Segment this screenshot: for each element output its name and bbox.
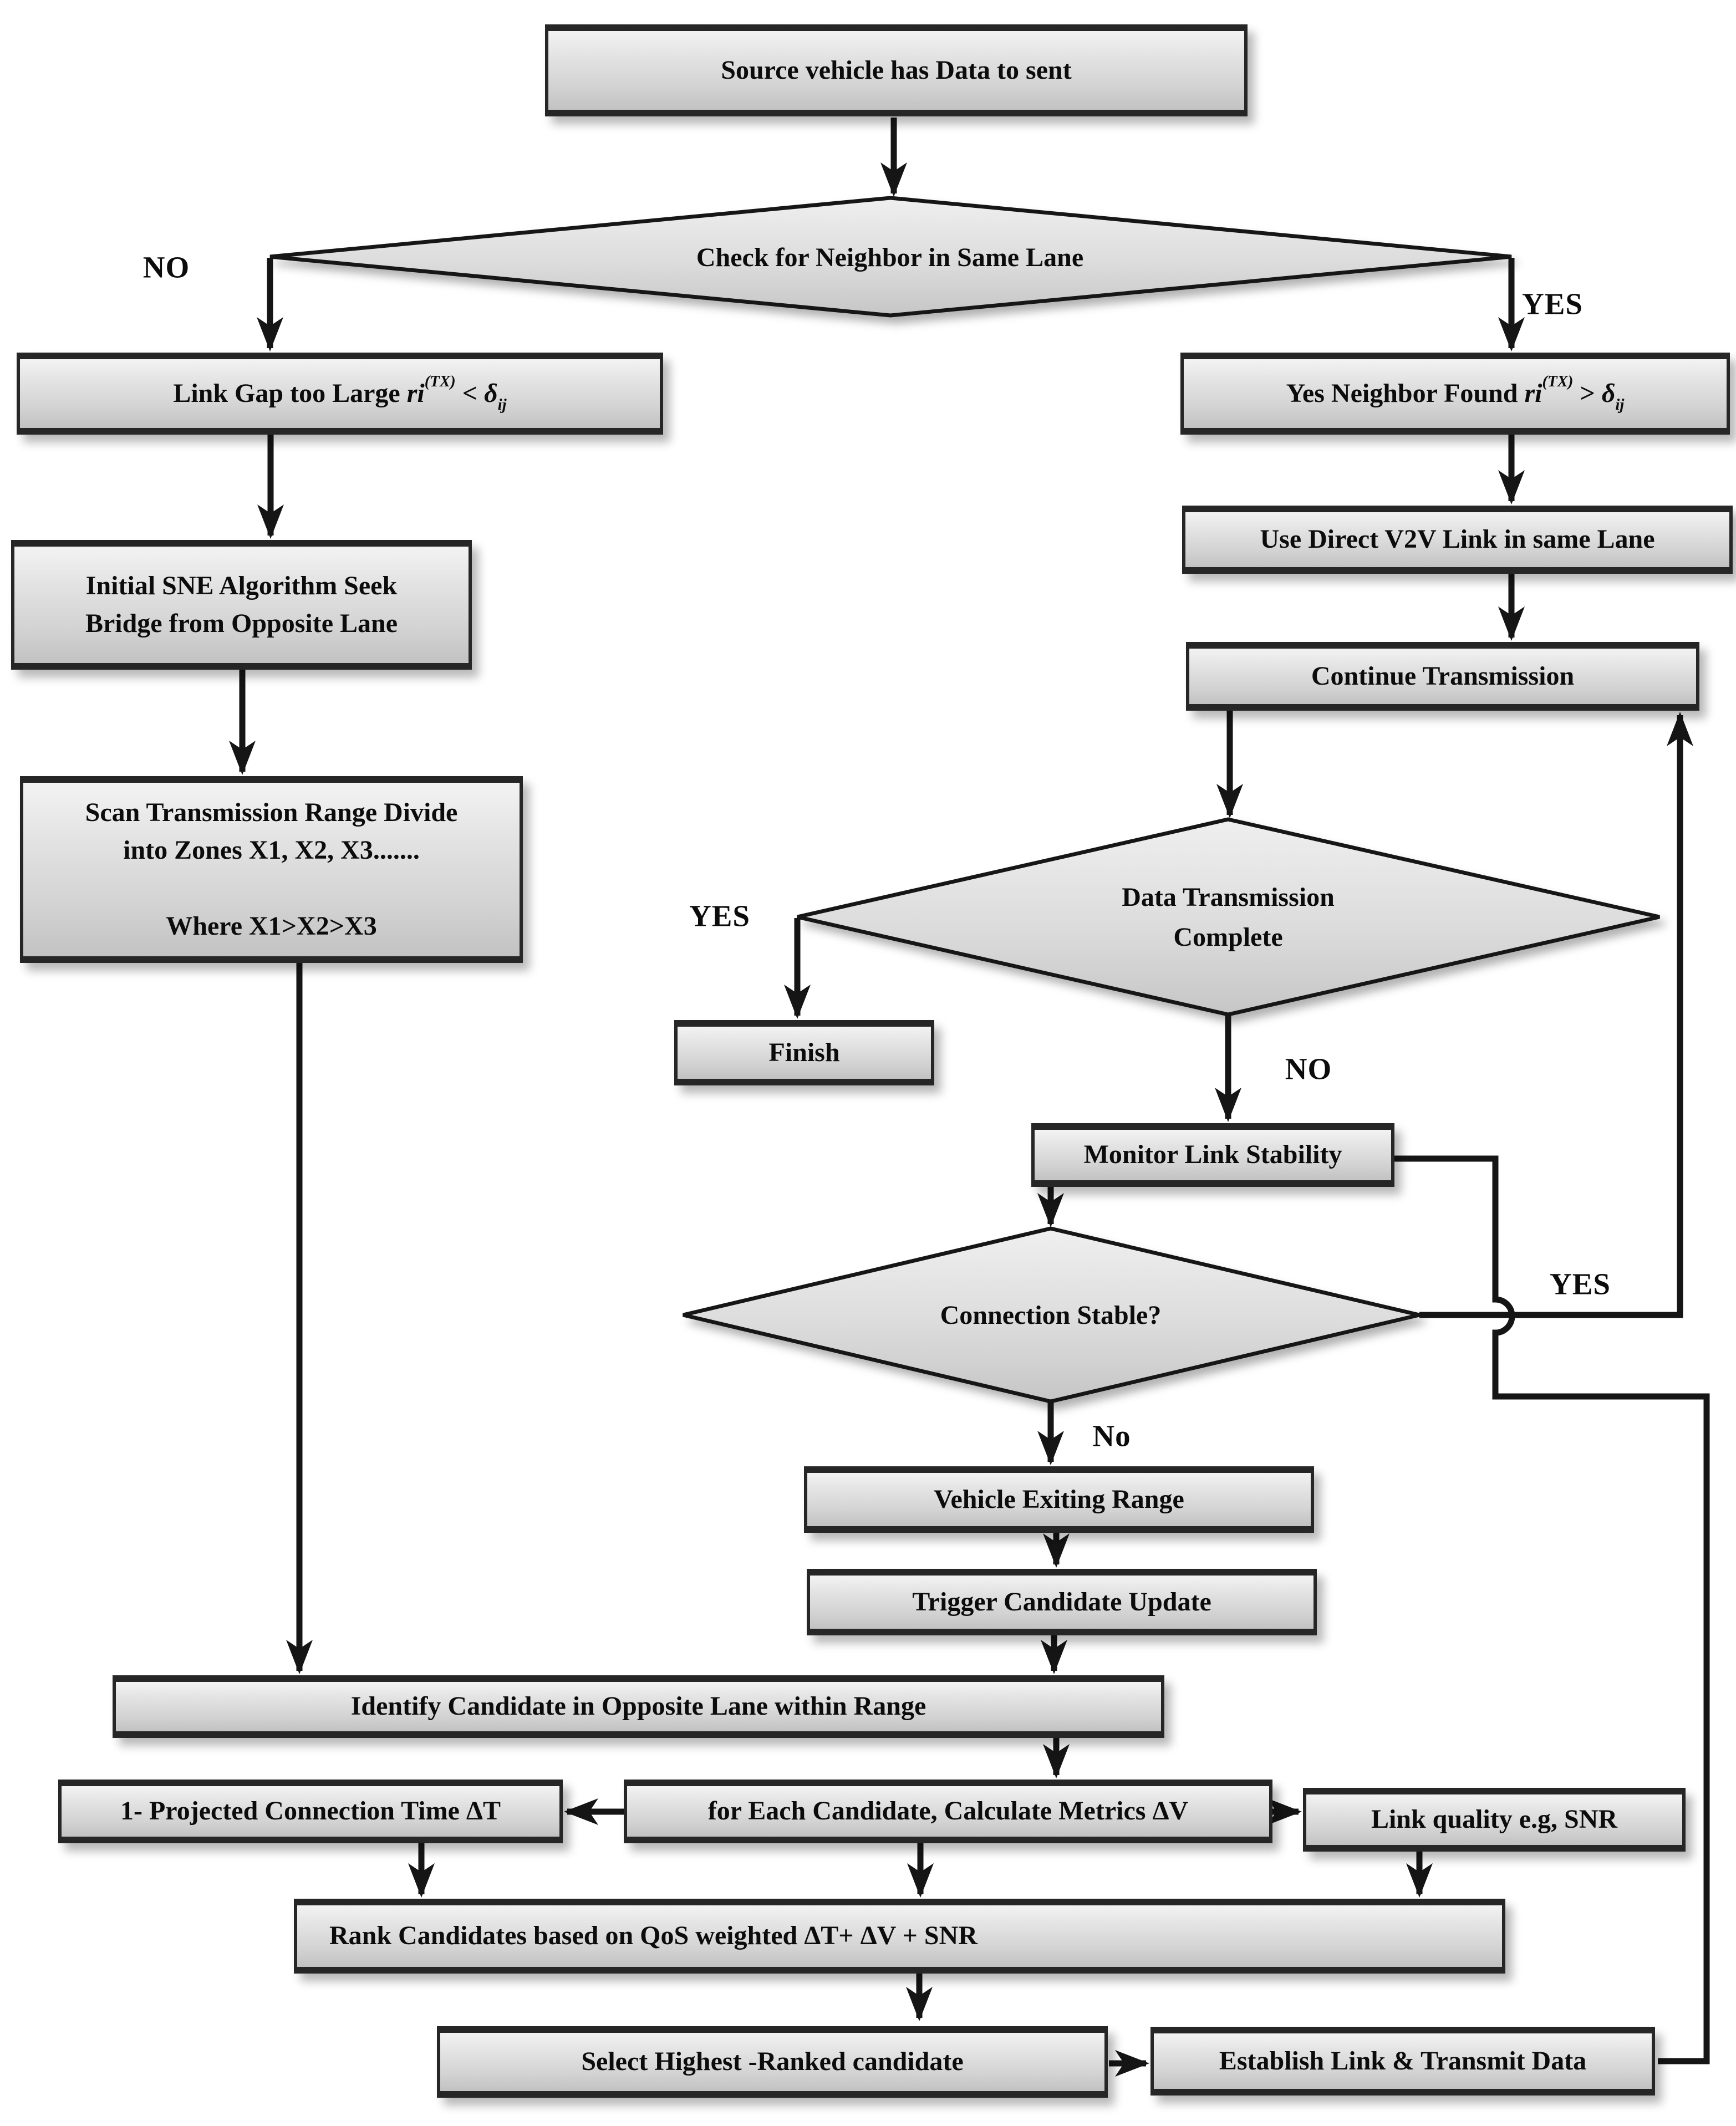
node-trigger-candidate-update: Trigger Candidate Update bbox=[807, 1569, 1317, 1635]
node-vehicle-exiting-range: Vehicle Exiting Range bbox=[804, 1466, 1314, 1533]
edge-stable-yes-to-continue bbox=[1419, 712, 1693, 1318]
node-calculate-metrics: for Each Candidate, Calculate Metrics ΔV bbox=[624, 1780, 1272, 1843]
node-use-direct-v2v: Use Direct V2V Link in same Lane bbox=[1182, 506, 1733, 574]
link-gap-text: Link Gap too Large ri(TX) < δij bbox=[173, 372, 507, 414]
node-select-highest: Select Highest -Ranked candidate bbox=[437, 2026, 1108, 2098]
node-link-quality: Link quality e.g, SNR bbox=[1303, 1788, 1686, 1852]
branch-label-no-same-lane: NO bbox=[142, 250, 190, 284]
node-scan-range: Scan Transmission Range Divide into Zone… bbox=[20, 776, 523, 963]
node-establish-link: Establish Link & Transmit Data bbox=[1150, 2027, 1655, 2096]
yes-neighbor-text: Yes Neighbor Found ri(TX) > δij bbox=[1286, 372, 1625, 414]
decision-check-neighbor-shape bbox=[269, 196, 1512, 318]
node-identify-candidate: Identify Candidate in Opposite Lane with… bbox=[113, 1675, 1164, 1738]
node-rank-candidates: Rank Candidates based on QoS weighted ΔT… bbox=[294, 1899, 1505, 1974]
node-finish: Finish bbox=[674, 1020, 934, 1085]
decision-data-complete-label: Data Transmission Complete bbox=[1122, 883, 1335, 952]
decision-check-neighbor-label: Check for Neighbor in Same Lane bbox=[696, 243, 1084, 272]
branch-label-yes-complete: YES bbox=[689, 899, 750, 933]
connector-establish-to-monitor bbox=[1394, 1155, 1710, 2064]
node-monitor-link-stability: Monitor Link Stability bbox=[1031, 1123, 1394, 1187]
node-source: Source vehicle has Data to sent bbox=[545, 24, 1248, 116]
node-link-gap: Link Gap too Large ri(TX) < δij bbox=[17, 353, 663, 435]
node-projected-connection-time: 1- Projected Connection Time ΔT bbox=[58, 1780, 563, 1843]
branch-label-yes-stable: YES bbox=[1550, 1267, 1611, 1301]
node-continue-transmission: Continue Transmission bbox=[1186, 642, 1699, 711]
branch-label-no-stable: No bbox=[1092, 1419, 1131, 1453]
decision-connection-stable-label: Connection Stable? bbox=[940, 1300, 1162, 1330]
branch-label-no-complete: NO bbox=[1285, 1052, 1332, 1086]
node-yes-neighbor: Yes Neighbor Found ri(TX) > δij bbox=[1180, 353, 1730, 435]
branch-label-yes-same-lane: YES bbox=[1522, 287, 1583, 321]
node-initial-sne: Initial SNE Algorithm Seek Bridge from O… bbox=[11, 540, 472, 670]
